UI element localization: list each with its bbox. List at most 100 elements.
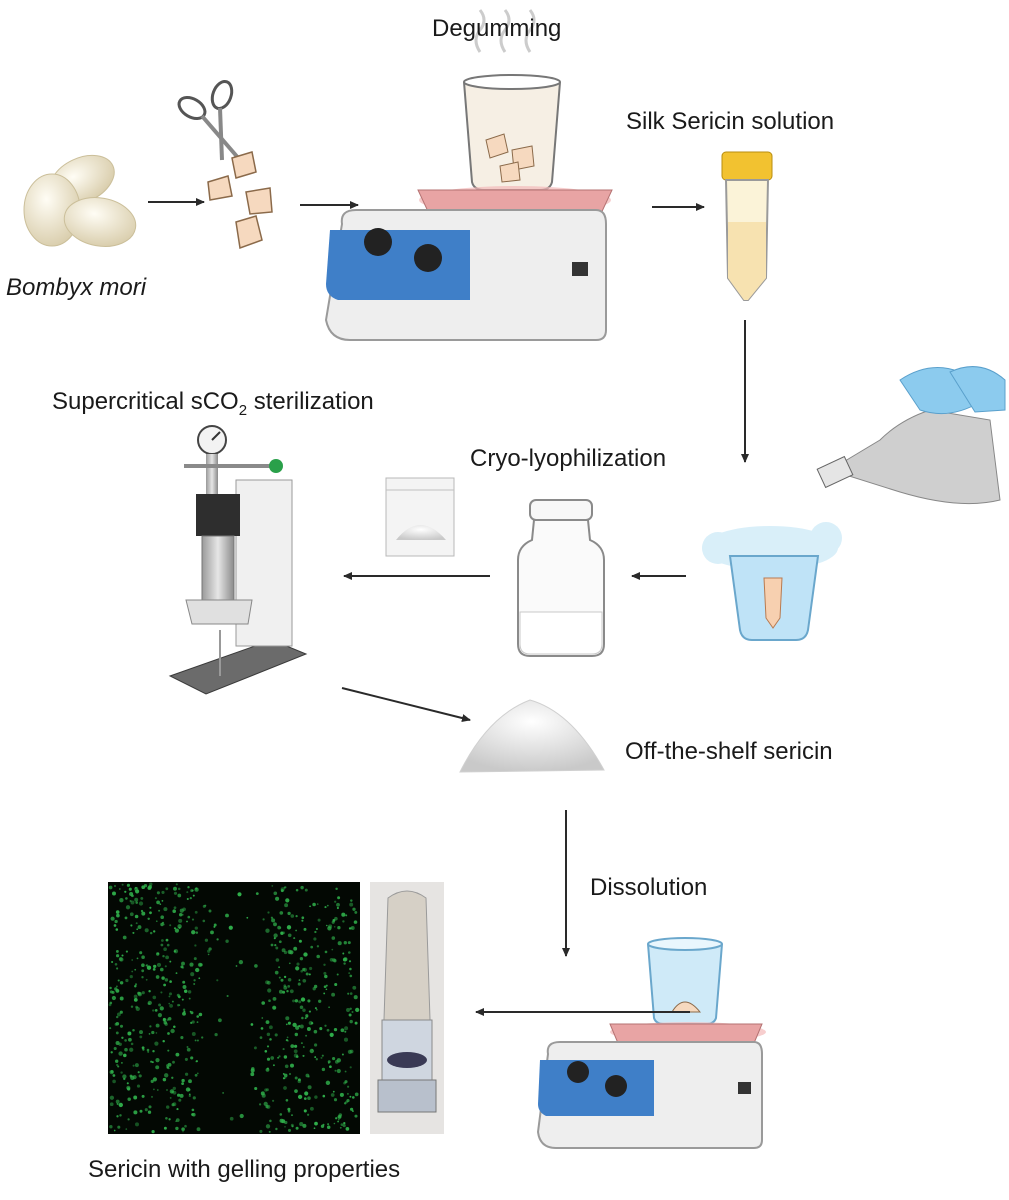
fluorescence-cell-dot [181,961,185,966]
fluorescence-cell-dot [135,922,138,925]
fluorescence-cell-dot [352,907,356,911]
fluorescence-cell-dot [331,948,334,951]
fluorescence-cell-dot [124,890,127,893]
fluorescence-cell-dot [349,1107,354,1111]
fluorescence-cell-dot [177,887,181,891]
fluorescence-cell-dot [156,1089,159,1091]
fluorescence-cell-dot [188,1093,191,1096]
fluorescence-cell-dot [168,1002,171,1005]
fluorescence-cell-dot [342,1124,346,1128]
fluorescence-cell-dot [196,1021,199,1023]
fluorescence-cell-dot [265,928,270,933]
fluorescence-cell-dot [274,970,279,975]
fluorescence-cell-dot [165,1105,170,1109]
fluorescence-cell-dot [202,919,206,923]
fluorescence-cell-dot [262,918,265,921]
fluorescence-cell-dot [160,922,164,927]
fluorescence-cell-dot [119,957,124,962]
fluorescence-cell-dot [349,1095,352,1098]
fluorescence-cell-dot [346,1092,349,1095]
fluorescence-cell-dot [148,1033,151,1035]
fluorescence-cell-dot [191,930,196,935]
fluorescence-cell-dot [128,1037,132,1042]
fluorescence-cell-dot [266,980,271,985]
fluorescence-cell-dot [187,915,191,919]
fluorescence-cell-dot [156,900,160,905]
fluorescence-cell-dot [349,967,352,971]
fluorescence-cell-dot [347,1085,350,1088]
fluorescence-cell-dot [141,976,144,979]
fluorescence-cell-dot [334,900,337,903]
fluorescence-cell-dot [313,937,317,941]
fluorescence-cell-dot [181,1082,185,1085]
fluorescence-cell-dot [297,1094,303,1100]
fluorescence-cell-dot [303,952,308,957]
fluorescence-cell-dot [118,1102,123,1108]
fluorescence-cell-dot [284,1077,287,1079]
fluorescence-cell-dot [141,1094,145,1098]
fluorescence-cell-dot [312,902,316,907]
fluorescence-cell-dot [321,1067,326,1072]
powder-pile-icon [459,699,605,773]
fluorescence-cell-dot [327,926,332,931]
fluorescence-cell-dot [136,1084,141,1088]
fluorescence-cell-dot [178,912,183,917]
off-the-shelf-label: Off-the-shelf sericin [625,738,833,765]
fluorescence-cell-dot [121,1036,124,1040]
fluorescence-cell-dot [307,1096,311,1100]
fluorescence-cell-dot [287,977,292,982]
fluorescence-cell-dot [194,887,199,892]
fluorescence-cell-dot [125,905,131,910]
fluorescence-cell-dot [115,949,119,953]
fluorescence-cell-dot [283,1073,288,1078]
fluorescence-cell-dot [162,1039,165,1043]
fluorescence-cell-dot [165,1088,169,1092]
fluorescence-cell-dot [155,952,160,956]
fluorescence-cell-dot [228,925,233,930]
fluorescence-cell-dot [198,1012,203,1017]
fluorescence-cell-dot [172,1086,176,1091]
fluorescence-cell-dot [119,996,124,1001]
fluorescence-cell-dot [282,1072,285,1075]
fluorescence-cell-dot [341,1053,344,1056]
fluorescence-cell-dot [295,1126,299,1130]
fluorescence-cell-dot [189,962,194,967]
fluorescence-cell-dot [129,899,132,903]
fluorescence-cell-dot [118,1042,122,1047]
fluorescence-cell-dot [183,989,188,994]
fluorescence-cell-dot [284,1064,289,1069]
fluorescence-cell-dot [293,1053,298,1058]
fluorescence-cell-dot [353,920,358,924]
hotplate-stirrer-icon [536,937,766,1149]
fluorescence-cell-dot [298,939,302,943]
fluorescence-cell-dot [272,1064,275,1067]
fluorescence-cell-dot [115,910,120,914]
fluorescence-cell-dot [136,957,139,960]
fluorescence-cell-dot [293,1049,298,1054]
fluorescence-cell-dot [145,978,148,981]
fluorescence-cell-dot [301,919,304,922]
fluorescence-cell-dot [295,914,298,918]
fluorescence-cell-dot [280,978,284,982]
fluorescence-cell-dot [113,924,117,927]
fluorescence-cell-dot [169,1096,172,1099]
fluorescence-cell-dot [350,899,353,902]
fluorescence-cell-dot [196,1039,199,1042]
fluorescence-cell-dot [275,946,279,950]
fluorescence-cell-dot [114,919,118,924]
fluorescence-cell-dot [306,1113,310,1116]
fluorescence-cell-dot [155,920,158,923]
fluorescence-cell-dot [285,1023,288,1026]
fluorescence-cell-dot [191,1113,194,1116]
fluorescence-cell-dot [187,886,190,889]
fluorescence-cell-dot [177,1093,181,1097]
fluorescence-cell-dot [319,1027,323,1031]
fluorescence-cell-dot [285,898,290,903]
fluorescence-cell-dot [338,1118,340,1121]
fluorescence-cell-dot [119,981,124,985]
fluorescence-cell-dot [246,916,249,919]
fluorescence-cell-dot [284,903,289,908]
fluorescence-cell-dot [130,1042,134,1046]
fluorescence-cell-dot [158,1003,162,1007]
fluorescence-cell-dot [326,1028,330,1032]
